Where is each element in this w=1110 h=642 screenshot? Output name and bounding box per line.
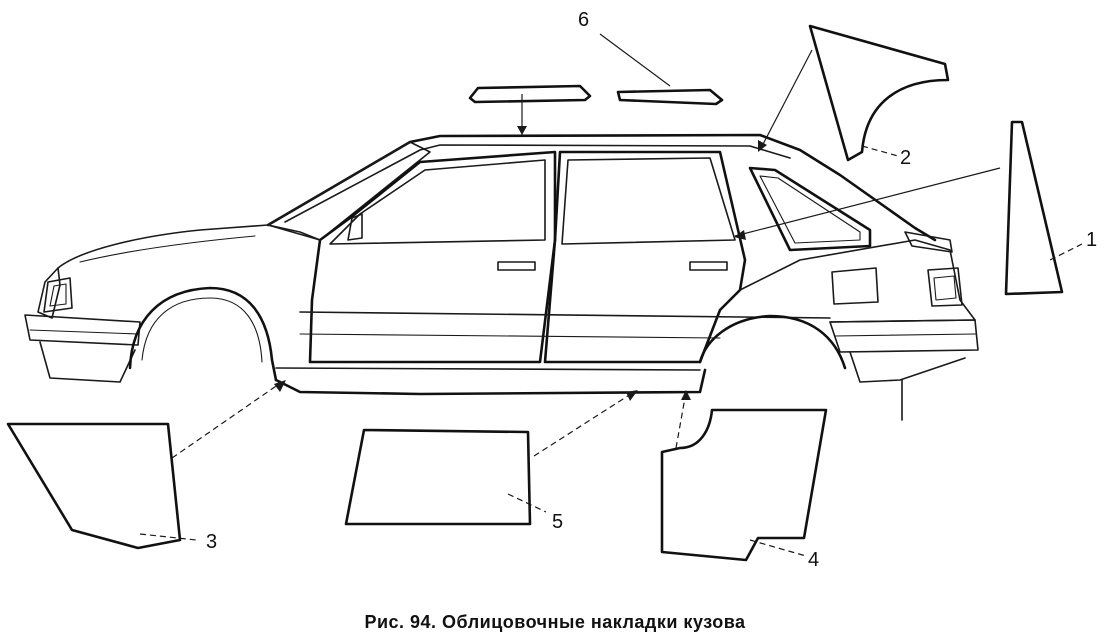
callout-5-leader (507, 493, 547, 513)
headlight (43, 277, 73, 313)
roof-inner-line (284, 144, 791, 223)
front-bumper-strip (29, 329, 139, 335)
headlight-lens (49, 283, 67, 307)
rear-door-handle (689, 261, 728, 271)
sill (274, 368, 707, 396)
sill-upper (275, 367, 701, 371)
rear-door (543, 150, 747, 364)
callout-2: 2 (900, 147, 911, 169)
part-1-rear-door-trim (734, 120, 1083, 296)
side-body-crease-lower (299, 333, 721, 339)
callout-3-leader (139, 533, 197, 541)
rear-apron (849, 351, 966, 383)
callout-6: 6 (578, 9, 589, 31)
rear-door-window (561, 157, 736, 245)
rear-door-trim-leader (734, 167, 1001, 237)
rear-bumper (829, 319, 979, 353)
callout-1-leader (1049, 243, 1083, 261)
part-4-rear-lower-trim (660, 390, 828, 562)
side-body-crease (299, 311, 831, 319)
callout-labels: 6 2 1 3 5 4 (206, 9, 1097, 571)
front-door (308, 150, 557, 364)
front-wheel-arch-inner (141, 297, 263, 363)
part-6-roof-mouldings (468, 33, 724, 135)
callout-5: 5 (552, 511, 563, 533)
front-wheel-arch (128, 286, 278, 382)
callout-6-leader (599, 33, 671, 87)
front-bumper (24, 314, 141, 346)
sill-trim-piece (344, 428, 532, 526)
part-2-quarter-trim (758, 24, 950, 162)
rear-door-trim-arrowhead (734, 230, 746, 240)
part-3-front-lower-trim (6, 380, 286, 550)
quarter-trim-piece (808, 24, 950, 162)
rear-lower-trim-piece (660, 408, 828, 562)
roof-moulding-front (468, 84, 592, 104)
rear-lower-trim-arrowhead (681, 390, 691, 400)
sill-trim-arrowhead (626, 390, 638, 401)
front-door-handle (497, 261, 536, 271)
roof-moulding-rear (616, 88, 724, 106)
sill-trim-leader (533, 391, 635, 457)
rear-spoiler (904, 231, 953, 253)
rear-lower-trim-leader (675, 391, 687, 449)
callout-2-leader (861, 145, 899, 157)
rear-quarter-window-inner (759, 175, 861, 244)
front-apron (39, 341, 136, 383)
part-5-sill-trim (344, 390, 638, 526)
front-face (37, 267, 61, 319)
callout-1: 1 (1086, 229, 1097, 251)
rear-quarter-window (748, 166, 872, 252)
rear-wheel-arch (698, 314, 847, 370)
fuel-flap (831, 267, 879, 305)
callout-4-leader (749, 539, 807, 557)
front-lower-trim-leader (171, 381, 283, 459)
side-mirror (347, 213, 363, 241)
roof-moulding-arrowhead (517, 126, 527, 135)
windshield (267, 141, 431, 241)
hood-crease (79, 235, 256, 263)
car-body (24, 133, 979, 421)
quarter-trim-arrowhead (758, 140, 767, 152)
callout-3: 3 (206, 531, 217, 553)
callout-4: 4 (808, 549, 819, 571)
tail-light-lens (933, 275, 957, 301)
rear-bumper-strip (834, 333, 977, 337)
roof-outline (266, 133, 937, 242)
front-lower-trim-arrowhead (274, 380, 286, 392)
rear-quarter-panel (739, 239, 976, 323)
tail-light (927, 267, 963, 307)
quarter-trim-leader (759, 49, 813, 151)
figure-caption: Рис. 94. Облицовочные накладки кузова (364, 612, 746, 632)
front-lower-trim-piece (6, 422, 182, 550)
hood (57, 224, 321, 269)
rear-door-trim-piece (1004, 120, 1064, 296)
front-door-window (329, 159, 546, 245)
